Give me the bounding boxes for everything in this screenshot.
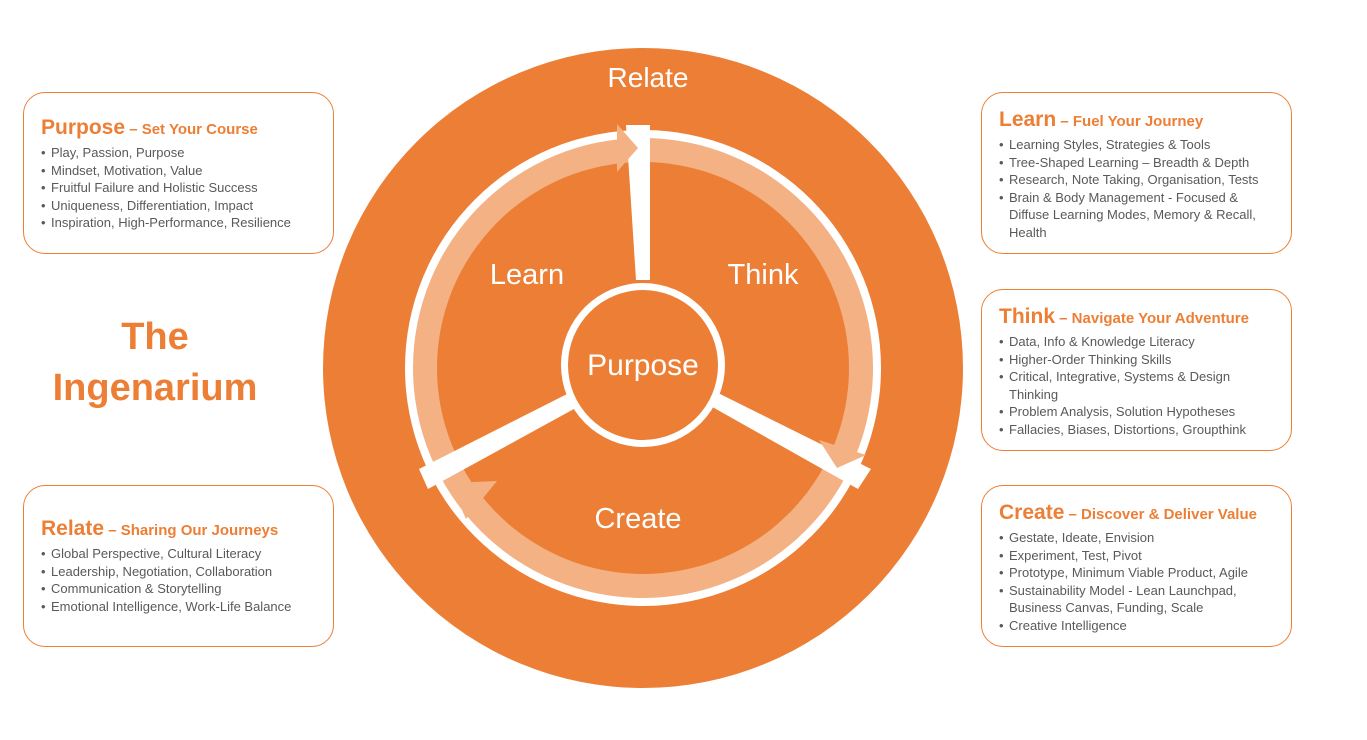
card-create-list: Gestate, Ideate, Envision Experiment, Te…	[999, 529, 1275, 634]
list-item: Sustainability Model - Lean Launchpad, B…	[999, 582, 1275, 617]
learn-segment-label: Learn	[490, 259, 564, 291]
brand-line-2: Ingenarium	[52, 367, 258, 409]
card-purpose-heading: Purpose	[41, 116, 126, 139]
list-item: Learning Styles, Strategies & Tools	[999, 136, 1275, 154]
card-purpose-subheading: – Set Your Course	[125, 121, 258, 138]
list-item: Problem Analysis, Solution Hypotheses	[999, 403, 1275, 421]
list-item: Higher-Order Thinking Skills	[999, 351, 1275, 369]
card-think-title: Think – Navigate Your Adventure	[999, 306, 1275, 330]
arrow-head-create	[450, 481, 497, 519]
separator-top	[626, 125, 650, 280]
card-create-subheading: – Discover & Deliver Value	[1064, 506, 1257, 523]
card-relate: Relate – Sharing Our Journeys Global Per…	[23, 485, 334, 647]
create-segment-label: Create	[594, 503, 681, 535]
list-item: Data, Info & Knowledge Literacy	[999, 333, 1275, 351]
list-item: Brain & Body Management - Focused & Diff…	[999, 189, 1275, 242]
list-item: Play, Passion, Purpose	[41, 144, 317, 162]
brand-line-1: The	[121, 316, 189, 358]
brand-title: The Ingenarium	[20, 312, 290, 414]
list-item: Critical, Integrative, Systems & Design …	[999, 368, 1275, 403]
list-item: Tree-Shaped Learning – Breadth & Depth	[999, 154, 1275, 172]
card-relate-subheading: – Sharing Our Journeys	[104, 522, 279, 539]
list-item: Global Perspective, Cultural Literacy	[41, 545, 317, 563]
card-learn-heading: Learn	[999, 108, 1057, 131]
card-learn-list: Learning Styles, Strategies & Tools Tree…	[999, 136, 1275, 241]
separator-right	[707, 391, 871, 489]
list-item: Gestate, Ideate, Envision	[999, 529, 1275, 547]
list-item: Emotional Intelligence, Work-Life Balanc…	[41, 598, 317, 616]
card-create-title: Create – Discover & Deliver Value	[999, 502, 1275, 526]
card-purpose-title: Purpose – Set Your Course	[41, 117, 317, 141]
card-create-heading: Create	[999, 501, 1065, 524]
arrow-heads	[450, 124, 866, 519]
arrow-separators	[419, 125, 871, 489]
list-item: Fallacies, Biases, Distortions, Groupthi…	[999, 421, 1275, 439]
list-item: Fruitful Failure and Holistic Success	[41, 179, 317, 197]
card-think-heading: Think	[999, 305, 1055, 328]
list-item: Prototype, Minimum Viable Product, Agile	[999, 564, 1275, 582]
list-item: Creative Intelligence	[999, 617, 1275, 635]
list-item: Inspiration, High-Performance, Resilienc…	[41, 214, 317, 232]
card-learn: Learn – Fuel Your Journey Learning Style…	[981, 92, 1292, 254]
card-think-subheading: – Navigate Your Adventure	[1055, 310, 1249, 327]
card-relate-title: Relate – Sharing Our Journeys	[41, 518, 317, 542]
purpose-hub-label: Purpose	[587, 349, 699, 382]
card-learn-subheading: – Fuel Your Journey	[1056, 113, 1204, 130]
list-item: Mindset, Motivation, Value	[41, 162, 317, 180]
card-relate-heading: Relate	[41, 517, 105, 540]
arrow-head-learn	[617, 124, 638, 172]
card-think: Think – Navigate Your Adventure Data, In…	[981, 289, 1292, 451]
relate-ring-label: Relate	[608, 62, 689, 93]
list-item: Experiment, Test, Pivot	[999, 547, 1275, 565]
list-item: Leadership, Negotiation, Collaboration	[41, 563, 317, 581]
list-item: Communication & Storytelling	[41, 580, 317, 598]
card-purpose-list: Play, Passion, Purpose Mindset, Motivati…	[41, 144, 317, 232]
list-item: Uniqueness, Differentiation, Impact	[41, 197, 317, 215]
card-learn-title: Learn – Fuel Your Journey	[999, 109, 1275, 133]
arrow-head-think	[819, 440, 866, 468]
list-item: Research, Note Taking, Organisation, Tes…	[999, 171, 1275, 189]
think-segment-label: Think	[728, 259, 799, 291]
card-think-list: Data, Info & Knowledge Literacy Higher-O…	[999, 333, 1275, 438]
purpose-hub	[568, 290, 718, 440]
card-purpose: Purpose – Set Your Course Play, Passion,…	[23, 92, 334, 254]
separator-left	[419, 390, 583, 489]
card-relate-list: Global Perspective, Cultural Literacy Le…	[41, 545, 317, 615]
card-create: Create – Discover & Deliver Value Gestat…	[981, 485, 1292, 647]
